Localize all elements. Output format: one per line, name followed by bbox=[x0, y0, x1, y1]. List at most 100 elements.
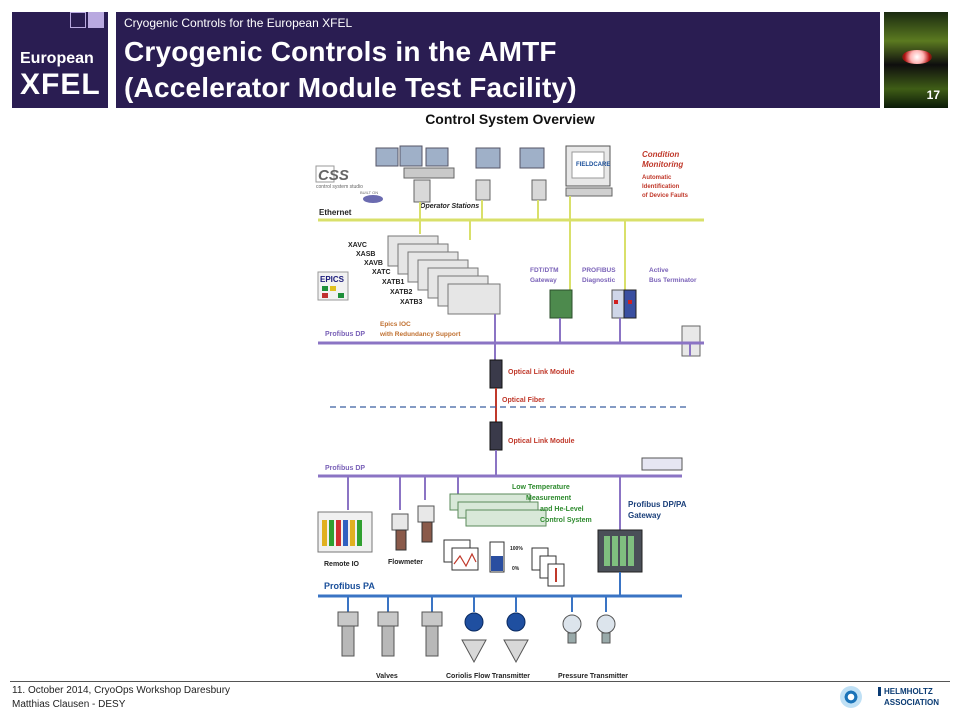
auto-identification-label-2: Identification bbox=[642, 184, 680, 190]
operator-stations-label: Operator Stations bbox=[420, 203, 479, 210]
sensor-icons: 100% 0% bbox=[443, 539, 565, 587]
low-temp-label-2: Measurement bbox=[526, 495, 572, 502]
profibus-dp-label-bottom: Profibus DP bbox=[325, 465, 365, 472]
flowmeter-body-icon bbox=[395, 529, 407, 551]
fdt-gateway-label-2: Gateway bbox=[530, 277, 557, 284]
auto-identification-label-1: Automatic bbox=[642, 175, 672, 181]
fieldcare-text: FIELDCARE bbox=[576, 162, 610, 168]
eclipse-icon bbox=[363, 195, 383, 203]
valve-actuator-icon bbox=[337, 611, 359, 627]
condition-monitoring-label-2: Monitoring bbox=[642, 160, 683, 169]
photo-light-icon bbox=[902, 50, 932, 64]
curve-trace-icon bbox=[453, 552, 477, 568]
dp-pa-gateway: Profibus DP/PA Gateway bbox=[597, 500, 687, 573]
footer: 11. October 2014, CryoOps Workshop Dares… bbox=[12, 684, 230, 712]
remote-io-label: Remote IO bbox=[324, 561, 360, 568]
level-fill-icon bbox=[491, 556, 503, 571]
epics-logo: EPICS bbox=[317, 271, 349, 301]
css-logo: CSS control system studio BUILT ON bbox=[315, 165, 383, 203]
ioc-label-xasb: XASB bbox=[356, 251, 375, 258]
coriolis-tube-icon bbox=[503, 639, 529, 664]
valve-actuator-icon bbox=[377, 611, 399, 627]
optical-link-module-top-icon bbox=[489, 359, 503, 389]
coriolis-head-icon bbox=[506, 612, 526, 632]
fdt-gateway-label-1: FDT/DTM bbox=[530, 267, 559, 274]
flowmeter-head-icon bbox=[391, 513, 409, 531]
ioc-crate-icon bbox=[447, 283, 501, 315]
coriolis-head-icon bbox=[464, 612, 484, 632]
ioc-label-xatb2: XATB2 bbox=[390, 289, 413, 296]
logo-text-european: European bbox=[20, 50, 94, 67]
dp-pa-gateway-label-1: Profibus DP/PA bbox=[628, 500, 687, 509]
condition-monitoring-label-1: Condition bbox=[642, 150, 679, 159]
dp-repeater-icon bbox=[641, 457, 683, 471]
flowmeter: Flowmeter bbox=[388, 505, 435, 566]
dp-pa-gateway-label-2: Gateway bbox=[628, 511, 661, 520]
helmholtz-logo: HELMHOLTZ ASSOCIATION bbox=[878, 686, 939, 708]
valve-body-icon bbox=[425, 625, 439, 657]
epics-ioc-label-2: with Redundancy Support bbox=[379, 331, 461, 338]
fdt-gateway-device-icon bbox=[549, 289, 573, 319]
pressure-stem-icon bbox=[567, 632, 577, 644]
fieldcare-keyboard-icon bbox=[565, 187, 613, 197]
profibus-dp-label-top: Profibus DP bbox=[325, 331, 365, 338]
valves: Valves bbox=[337, 611, 443, 680]
pressure-stem-icon bbox=[601, 632, 611, 644]
pressure-transmitter-icon bbox=[562, 614, 582, 634]
monitor-icon bbox=[475, 147, 501, 169]
desy-logo-icon bbox=[840, 686, 862, 708]
valve-body-icon bbox=[381, 625, 395, 657]
logo-text-xfel: XFEL bbox=[20, 68, 101, 101]
logo-square-filled-icon bbox=[88, 12, 104, 28]
ioc-crates: XAVC XASB XAVB XATC XATB1 XATB2 XATB3 bbox=[348, 235, 501, 315]
low-temp-label-3: and He-Level bbox=[540, 506, 584, 513]
gauge-top-label: 100% bbox=[510, 546, 523, 552]
monitor-icon bbox=[425, 147, 449, 167]
optical-link-label-top: Optical Link Module bbox=[508, 369, 575, 376]
monitor-icon bbox=[519, 147, 545, 169]
operator-stations: Operator Stations bbox=[375, 145, 547, 210]
profibus-dp-top-drops bbox=[494, 314, 691, 360]
valve-body-icon bbox=[341, 625, 355, 657]
profibus-diagnostic-label-2: Diagnostic bbox=[582, 277, 616, 284]
logo-square-icon bbox=[70, 12, 86, 28]
helmholtz-text: HELMHOLTZ bbox=[884, 687, 933, 696]
built-on-text: BUILT ON bbox=[360, 190, 378, 195]
coriolis-tube-icon bbox=[461, 639, 487, 664]
computer-tower-icon bbox=[475, 179, 491, 201]
monitor-icon bbox=[375, 147, 399, 167]
valve-actuator-icon bbox=[421, 611, 443, 627]
footer-date-event: 11. October 2014, CryoOps Workshop Dares… bbox=[12, 685, 231, 696]
optical-link-module-bottom-icon bbox=[489, 421, 503, 451]
remote-io: Remote IO bbox=[317, 511, 373, 568]
helmholtz-association-text: ASSOCIATION bbox=[884, 698, 939, 707]
profibus-dp-bottom-drops bbox=[347, 476, 621, 530]
optical-fiber-label: Optical Fiber bbox=[502, 397, 545, 404]
ethernet-drops bbox=[419, 196, 626, 300]
monitor-icon bbox=[399, 145, 423, 167]
epics-ioc-label-1: Epics IOC bbox=[380, 321, 411, 328]
active-terminator-label-2: Bus Terminator bbox=[649, 277, 697, 284]
pressure-label: Pressure Transmitter bbox=[558, 673, 628, 680]
ioc-label-xavc: XAVC bbox=[348, 242, 367, 249]
profibus-pa-drops bbox=[347, 596, 607, 612]
pressure-transmitters: Pressure Transmitter bbox=[558, 614, 628, 680]
profibus-diagnostic-label-1: PROFIBUS bbox=[582, 267, 616, 274]
gauge-bottom-label: 0% bbox=[512, 566, 520, 572]
footer-author: Matthias Clausen - DESY bbox=[12, 699, 126, 710]
slide-number: 17 bbox=[926, 88, 940, 102]
ioc-label-xatc: XATC bbox=[372, 269, 391, 276]
coriolis-label: Coriolis Flow Transmitter bbox=[446, 673, 530, 680]
title-banner: Cryogenic Controls for the European XFEL… bbox=[116, 12, 880, 108]
epics-text: EPICS bbox=[320, 275, 345, 284]
presentation-subtitle: Cryogenic Controls for the European XFEL bbox=[124, 16, 353, 30]
slide-title-line1: Cryogenic Controls in the AMTF bbox=[124, 36, 557, 67]
profibus-pa-label: Profibus PA bbox=[324, 581, 375, 591]
ioc-label-xavb: XAVB bbox=[364, 260, 383, 267]
ioc-label-xatb1: XATB1 bbox=[382, 279, 405, 286]
temperature-curve-icon bbox=[451, 547, 479, 571]
valves-label: Valves bbox=[376, 673, 398, 680]
diagram-heading: Control System Overview bbox=[425, 111, 595, 127]
css-logo-text: CSS bbox=[318, 167, 349, 184]
active-terminator-label-1: Active bbox=[649, 267, 669, 274]
